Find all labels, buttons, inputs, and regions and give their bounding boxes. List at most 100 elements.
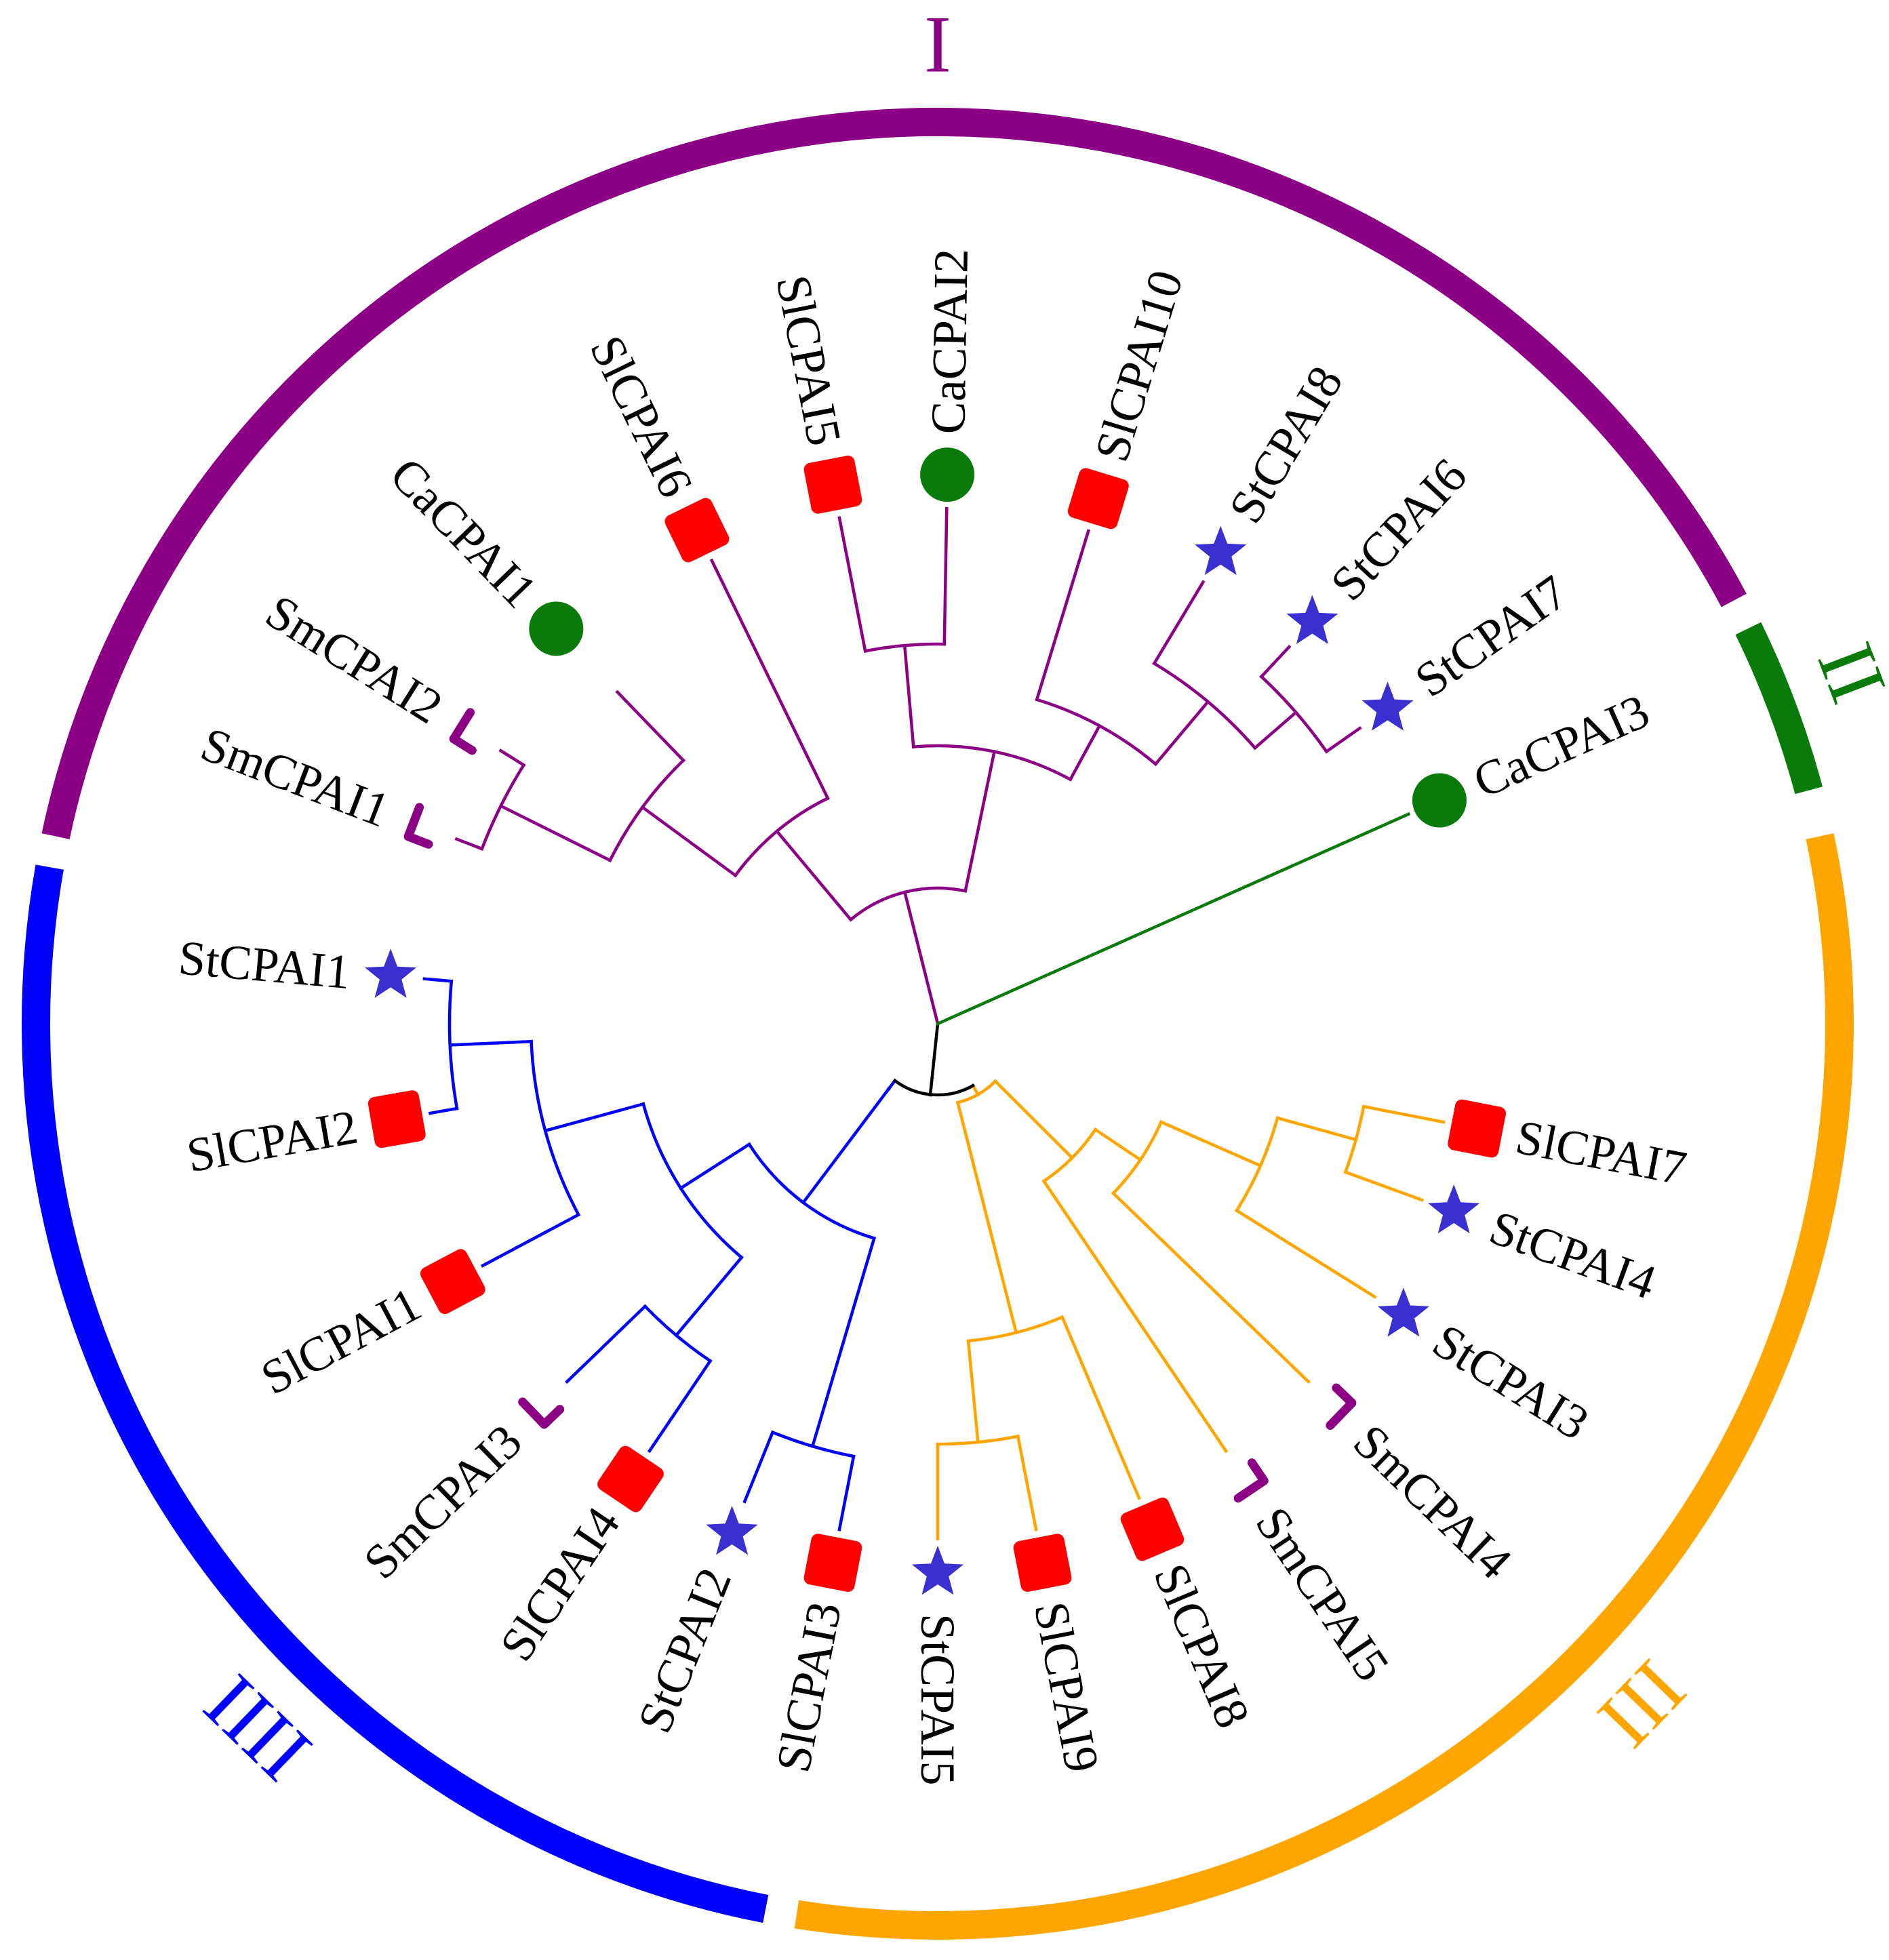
branch-slcpai2: [428, 1106, 459, 1115]
st-marker-stcpai5: [912, 1546, 963, 1595]
sl-marker-slcpai10: [1067, 468, 1129, 529]
leaf-label-stcpai1: StCPAI1: [176, 930, 352, 999]
node-arc: [848, 886, 968, 922]
clade-label-i: I: [924, 0, 951, 89]
branch-smcpai4: [1111, 1191, 1311, 1384]
st-marker-stcpai8: [1195, 525, 1247, 576]
branch-slcpai8: [1060, 1315, 1141, 1500]
internal-branch: [1068, 723, 1102, 782]
branch-stcpai1: [422, 977, 454, 983]
internal-branch: [678, 1142, 752, 1191]
st-marker-stcpai1: [365, 948, 417, 998]
sm-marker-smcpai5: [1233, 1458, 1269, 1503]
node-arc: [479, 763, 526, 851]
root-arc: [892, 1078, 976, 1097]
internal-branch: [966, 1339, 980, 1444]
leaf-label-slcpai4: SlCPAI4: [490, 1498, 631, 1671]
leaf-label-stcpai5: StCPAI5: [911, 1614, 965, 1785]
ca-marker-cacpai3: [1412, 773, 1467, 828]
internal-branch: [640, 805, 738, 878]
clade-ring-i: [41, 108, 1747, 839]
leaf-label-cacpai2: CaCPAI2: [921, 248, 978, 435]
node-arc: [770, 1430, 856, 1458]
clade-ring-iii: [794, 833, 1854, 1940]
node-arc: [863, 642, 947, 653]
leaf-label-smcpai2: SmCPAI2: [257, 584, 452, 734]
internal-branch: [801, 1086, 892, 1205]
internal-branch: [1153, 699, 1210, 767]
st-marker-stcpai6: [1286, 595, 1338, 644]
branch-smcpai3: [565, 1304, 648, 1384]
branch-slcpai9: [1016, 1434, 1038, 1532]
leaf-label-slcpai3: SlCPAI3: [765, 1597, 852, 1776]
leaf-label-smcpai3: SmCPAI3: [353, 1414, 532, 1590]
clade-label-ii: II: [1801, 631, 1889, 714]
branch-cacpai2: [942, 506, 949, 646]
sl-marker-slcpai3: [803, 1534, 862, 1592]
leaf-label-stcpai3: StCPAI3: [1424, 1313, 1598, 1450]
internal-branch: [774, 828, 853, 922]
root-branch: [928, 1022, 940, 1097]
node-arc: [1111, 1120, 1164, 1196]
branch-slcpai10: [1035, 529, 1091, 702]
branch-stcpai3: [1234, 1208, 1377, 1299]
branch-slcpai1: [480, 1212, 581, 1268]
sl-marker-slcpai2: [367, 1090, 426, 1148]
sm-marker-smcpai4: [1326, 1383, 1357, 1430]
clade-rings: [22, 108, 1854, 1940]
node-arc: [1259, 674, 1329, 754]
internal-branch: [810, 1236, 877, 1449]
leaf-label-cacpai3: CaCPAI3: [1466, 683, 1657, 808]
node-arc: [1234, 1116, 1279, 1213]
node-arc: [955, 1079, 998, 1105]
branch-cacpai3: [936, 812, 1411, 1026]
node-arc: [911, 744, 1073, 782]
node-arc: [448, 979, 459, 1111]
node-arc: [1152, 661, 1258, 751]
sm-marker-smcpai2: [449, 708, 477, 755]
leaf-label-stcpai2: StCPAI2: [627, 1561, 742, 1740]
branch-slcpai5: [837, 516, 867, 653]
node-arc: [936, 1434, 1020, 1446]
leaf-label-slcpai8: SlCPAI8: [1143, 1556, 1260, 1736]
clade-ring-iiii: [22, 864, 769, 1923]
branch-cacpai1: [615, 689, 686, 763]
sl-marker-slcpai1: [420, 1249, 485, 1315]
node-arc: [747, 1142, 877, 1241]
leaf-label-cacpai1: CaCPAI1: [380, 447, 547, 618]
branch-slcpai6: [709, 558, 830, 801]
internal-branch: [902, 643, 915, 748]
leaf-label-stcpai4: StCPAI4: [1483, 1200, 1663, 1310]
leaf-label-slcpai2: SlCPAI2: [183, 1100, 362, 1183]
node-arc: [966, 1315, 1065, 1343]
internal-branch: [902, 890, 940, 1026]
leaf-label-stcpai6: StCPAI6: [1320, 448, 1477, 611]
leaf-label-slcpai5: SlCPAI5: [765, 271, 852, 450]
st-marker-stcpai4: [1428, 1184, 1480, 1234]
sl-marker-slcpai5: [803, 456, 862, 514]
leaf-label-smcpai1: SmCPAI1: [194, 717, 397, 837]
leaf-label-slcpai7: SlCPAI7: [1511, 1110, 1690, 1196]
node-arc: [641, 1102, 744, 1260]
node-arc: [1035, 698, 1158, 767]
branch-slcpai7: [1361, 1104, 1446, 1124]
clade-ring-ii: [1735, 622, 1823, 795]
sl-marker-slcpai6: [664, 498, 730, 563]
branch-slcpai3: [837, 1454, 856, 1532]
sm-marker-smcpai3: [518, 1397, 565, 1429]
clade-label-iii: III: [1582, 1643, 1703, 1765]
branch-stcpai4: [1343, 1170, 1425, 1202]
leaf-label-smcpai5: SmCPAI5: [1245, 1498, 1399, 1691]
branch-smcpai2: [498, 748, 526, 767]
internal-branch: [955, 1100, 992, 1230]
st-marker-stcpai7: [1361, 681, 1414, 731]
leaf-label-slcpai10: SlCPAI10: [1084, 264, 1193, 467]
node-arc: [733, 796, 830, 878]
node-arc: [1343, 1104, 1366, 1174]
internal-branch: [1275, 1116, 1358, 1142]
branch-slcpai4: [647, 1359, 713, 1454]
ca-marker-cacpai2: [920, 447, 975, 502]
node-arc: [1041, 1127, 1098, 1184]
branch-stcpai7: [1324, 725, 1362, 754]
internal-branch: [970, 1083, 980, 1097]
